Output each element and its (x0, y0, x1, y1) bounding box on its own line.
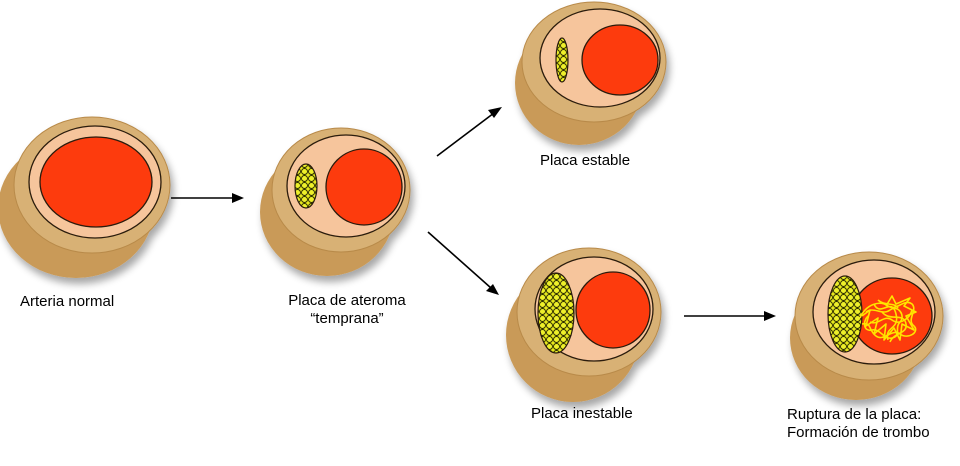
plaque (556, 38, 568, 82)
plaque (828, 276, 862, 352)
artery-unstable-plaque (506, 248, 661, 402)
label-placa-inestable: Placa inestable (531, 405, 633, 423)
label-ruptura: Ruptura de la placa: Formación de trombo (787, 406, 930, 442)
label-arteria-normal: Arteria normal (20, 293, 114, 311)
artery-lumen (582, 25, 658, 95)
arrow-early-to-stable (437, 107, 502, 156)
label-placa-temprana: Placa de ateroma “temprana” (262, 292, 432, 328)
label-ruptura-line2: Formación de trombo (787, 424, 930, 442)
artery-lumen (576, 272, 650, 348)
arrow-early-to-unstable (428, 232, 499, 295)
label-placa-estable: Placa estable (540, 152, 630, 170)
artery-lumen (852, 278, 932, 354)
artery-lumen (326, 149, 402, 225)
artery-ruptured-plaque (790, 252, 943, 400)
artery-lumen (40, 137, 152, 227)
artery-normal (0, 117, 170, 278)
arrow-unstable-to-rupture (684, 311, 776, 321)
arrow-normal-to-early (171, 193, 244, 203)
label-placa-temprana-line2: “temprana” (262, 310, 432, 328)
plaque (295, 164, 317, 208)
label-placa-temprana-line1: Placa de ateroma (262, 292, 432, 310)
artery-early-plaque (260, 128, 410, 276)
plaque (538, 273, 574, 353)
label-ruptura-line1: Ruptura de la placa: (787, 406, 930, 424)
artery-stable-plaque (515, 2, 666, 145)
